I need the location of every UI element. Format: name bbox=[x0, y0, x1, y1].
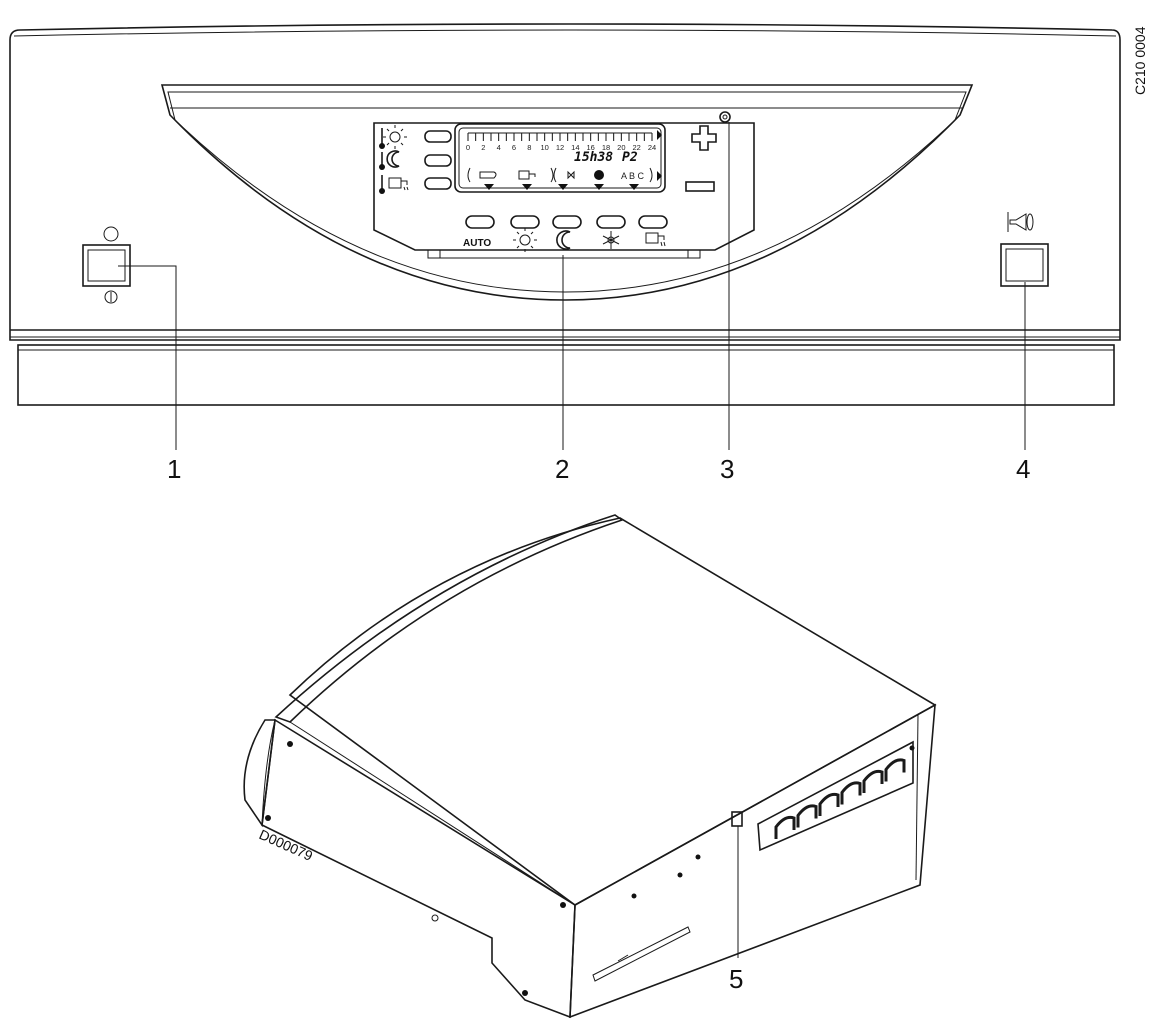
cable-gland bbox=[818, 792, 840, 816]
cable-gland bbox=[796, 804, 818, 828]
callout-4: 4 bbox=[1016, 454, 1030, 484]
temp-dhw-row bbox=[379, 175, 409, 194]
cable-gland bbox=[884, 758, 906, 782]
callout-2: 2 bbox=[555, 454, 569, 484]
control-box-isometric: D000079 bbox=[243, 514, 937, 1019]
timeline-tick-label: 12 bbox=[556, 143, 564, 152]
temp-reduced-row bbox=[379, 150, 400, 170]
auto-mode-button[interactable] bbox=[465, 215, 495, 229]
service-port bbox=[719, 111, 731, 123]
sun-icon bbox=[513, 228, 537, 252]
dhw-mode-button[interactable] bbox=[638, 215, 668, 229]
moon-icon bbox=[556, 230, 571, 250]
off-symbol-icon bbox=[103, 226, 119, 242]
timeline-tick-label: 4 bbox=[497, 143, 501, 152]
timeline-tick-label: 0 bbox=[466, 143, 470, 152]
cable-glands bbox=[774, 758, 906, 839]
timeline-tick-label: 16 bbox=[586, 143, 594, 152]
temp-comfort-row bbox=[379, 125, 407, 149]
lcd-display bbox=[454, 123, 666, 193]
display-program: P2 bbox=[622, 150, 638, 165]
display-time: 15h38 bbox=[574, 150, 613, 165]
dhw-temp-button[interactable] bbox=[424, 177, 452, 190]
drawing-reference-box: D000079 bbox=[257, 826, 316, 864]
alarm-reset-switch[interactable] bbox=[1000, 243, 1049, 287]
valve-icon bbox=[567, 170, 575, 180]
comfort-temp-button[interactable] bbox=[424, 130, 452, 143]
cable-gland-strip bbox=[757, 740, 914, 852]
tap-icon bbox=[518, 170, 536, 180]
comfort-mode-button[interactable] bbox=[510, 215, 540, 229]
timeline-tick-label: 6 bbox=[512, 143, 516, 152]
timeline-tick-label: 18 bbox=[602, 143, 610, 152]
callout-leaders bbox=[118, 122, 1026, 958]
auto-label: AUTO bbox=[463, 238, 491, 249]
timeline-tick-label: 10 bbox=[540, 143, 548, 152]
cable-gland bbox=[840, 781, 862, 805]
timeline-tick-label: 20 bbox=[617, 143, 625, 152]
callout-1: 1 bbox=[167, 454, 181, 484]
cable-gland bbox=[774, 815, 796, 839]
callout-3: 3 bbox=[720, 454, 734, 484]
minus-button[interactable] bbox=[685, 181, 715, 192]
timeline-tick-label: 14 bbox=[571, 143, 579, 152]
callout-5: 5 bbox=[729, 964, 743, 994]
reduced-mode-button[interactable] bbox=[552, 215, 582, 229]
display-bay bbox=[160, 84, 974, 301]
timeline-tick-label: 2 bbox=[481, 143, 485, 152]
pump-icon bbox=[594, 170, 604, 180]
moon-icon bbox=[386, 150, 400, 168]
timeline-ticks bbox=[467, 133, 653, 141]
on-symbol-icon bbox=[104, 290, 118, 304]
cable-gland bbox=[862, 769, 884, 793]
timeline-tick-label: 8 bbox=[527, 143, 531, 152]
connector-port bbox=[731, 811, 743, 827]
timeline-tick-label: 24 bbox=[648, 143, 656, 152]
control-plate bbox=[373, 122, 755, 251]
display-letters: A B C bbox=[621, 171, 645, 181]
tap-icon bbox=[388, 177, 409, 191]
drawing-reference-front: C210 0004 bbox=[1132, 26, 1148, 95]
timeline-tick-label: 22 bbox=[632, 143, 640, 152]
plus-button[interactable] bbox=[691, 125, 717, 151]
reduced-temp-button[interactable] bbox=[424, 154, 452, 167]
tap-icon bbox=[645, 232, 666, 247]
burner-icon bbox=[479, 171, 497, 179]
snowflake-icon bbox=[602, 231, 620, 249]
horn-icon bbox=[1007, 212, 1034, 232]
frost-mode-button[interactable] bbox=[596, 215, 626, 229]
